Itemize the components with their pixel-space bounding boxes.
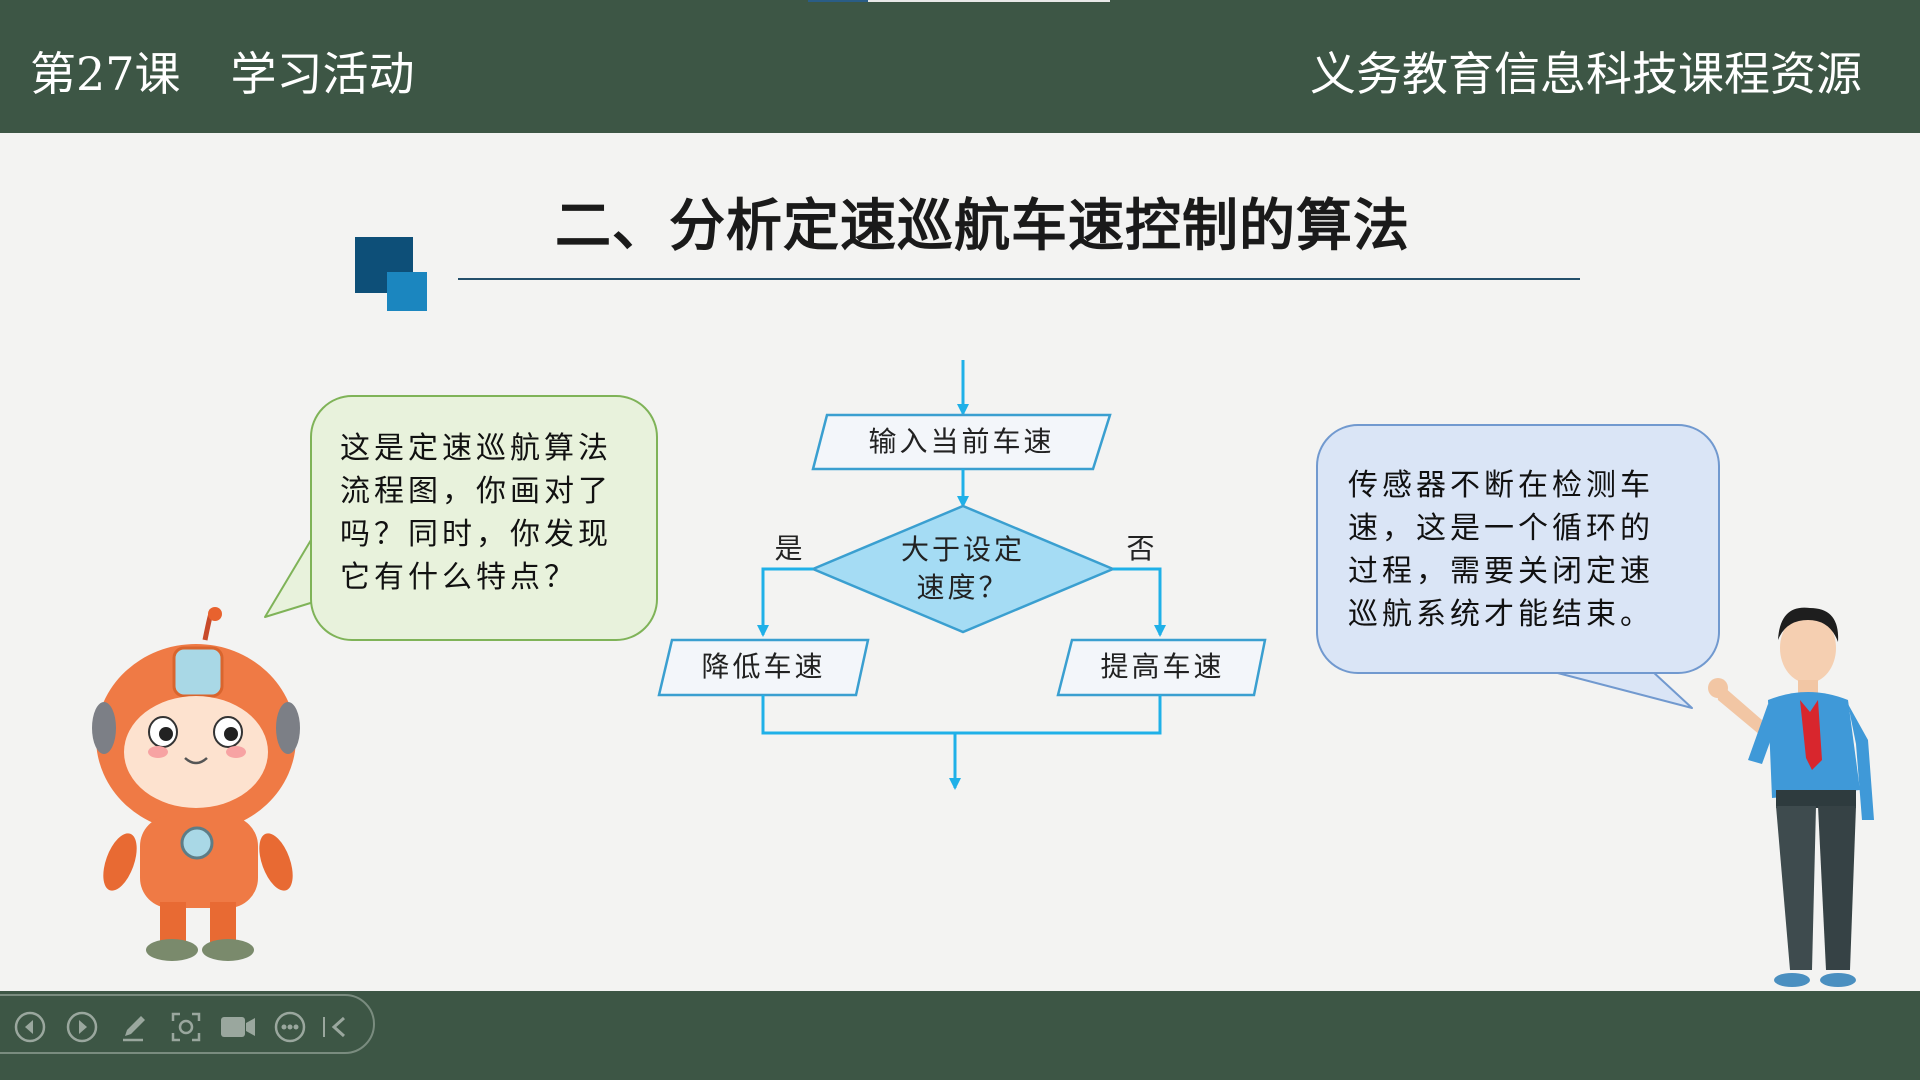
student-character [1708, 607, 1874, 987]
bubble-line: 速，这是一个循环的 [1348, 511, 1654, 546]
input-box-label: 输入当前车速 [868, 425, 1055, 458]
lesson-title: 学习活动 [230, 47, 415, 101]
flow-arrow-no [1113, 567, 1166, 637]
lesson-number: 第27课 [30, 47, 181, 101]
yes-label: 是 [774, 532, 806, 565]
lesson-heading: 第27课学习活动 [30, 44, 415, 104]
screenshot-icon[interactable] [167, 1008, 205, 1046]
decrease-speed-box [657, 638, 870, 697]
bubble-line: 流程图，你画对了 [340, 474, 612, 509]
bottom-bar [0, 991, 1920, 1080]
robot-mascot [92, 607, 300, 961]
camera-icon[interactable] [219, 1008, 257, 1046]
increase-speed-label: 提高车速 [1100, 650, 1225, 683]
more-icon[interactable] [271, 1008, 309, 1046]
prev-icon[interactable] [11, 1008, 49, 1046]
robot-speech-bubble: 这是定速巡航算法 流程图，你画对了 吗？同时，你发现 它有什么特点？ [310, 395, 658, 641]
progress-track [868, 0, 1110, 2]
flow-arrow-yes [757, 567, 813, 637]
decision-diamond [809, 504, 1117, 634]
title-underline [458, 278, 1580, 280]
presentation-toolbar [0, 994, 375, 1054]
top-header-bar: 第27课学习活动 义务教育信息科技课程资源 [0, 0, 1920, 133]
next-icon[interactable] [63, 1008, 101, 1046]
brand-title: 义务教育信息科技课程资源 [1310, 47, 1862, 101]
flow-merge-line [761, 695, 1162, 735]
decision-label-line2: 速度？ [916, 571, 1010, 604]
pen-icon[interactable] [115, 1008, 153, 1046]
bubble-line: 传感器不断在检测车 [1348, 468, 1654, 503]
bubble-line: 吗？同时，你发现 [340, 517, 612, 552]
student-speech-bubble: 传感器不断在检测车 速，这是一个循环的 过程，需要关闭定速 巡航系统才能结束。 [1316, 424, 1720, 674]
bubble-line: 巡航系统才能结束。 [1348, 597, 1654, 632]
decision-label-line1: 大于设定 [900, 533, 1025, 566]
decrease-speed-label: 降低车速 [701, 650, 826, 683]
collapse-icon[interactable] [318, 1008, 356, 1046]
increase-speed-box [1056, 638, 1267, 697]
bubble-line: 过程，需要关闭定速 [1348, 554, 1654, 589]
no-label: 否 [1126, 532, 1158, 565]
bubble-line: 它有什么特点？ [340, 560, 578, 595]
bubble-line: 这是定速巡航算法 [340, 431, 612, 466]
input-box [811, 413, 1112, 471]
title-decoration-square-light [387, 272, 427, 311]
progress-indicator [808, 0, 868, 2]
slide-title: 二、分析定速巡航车速控制的算法 [555, 194, 1410, 259]
